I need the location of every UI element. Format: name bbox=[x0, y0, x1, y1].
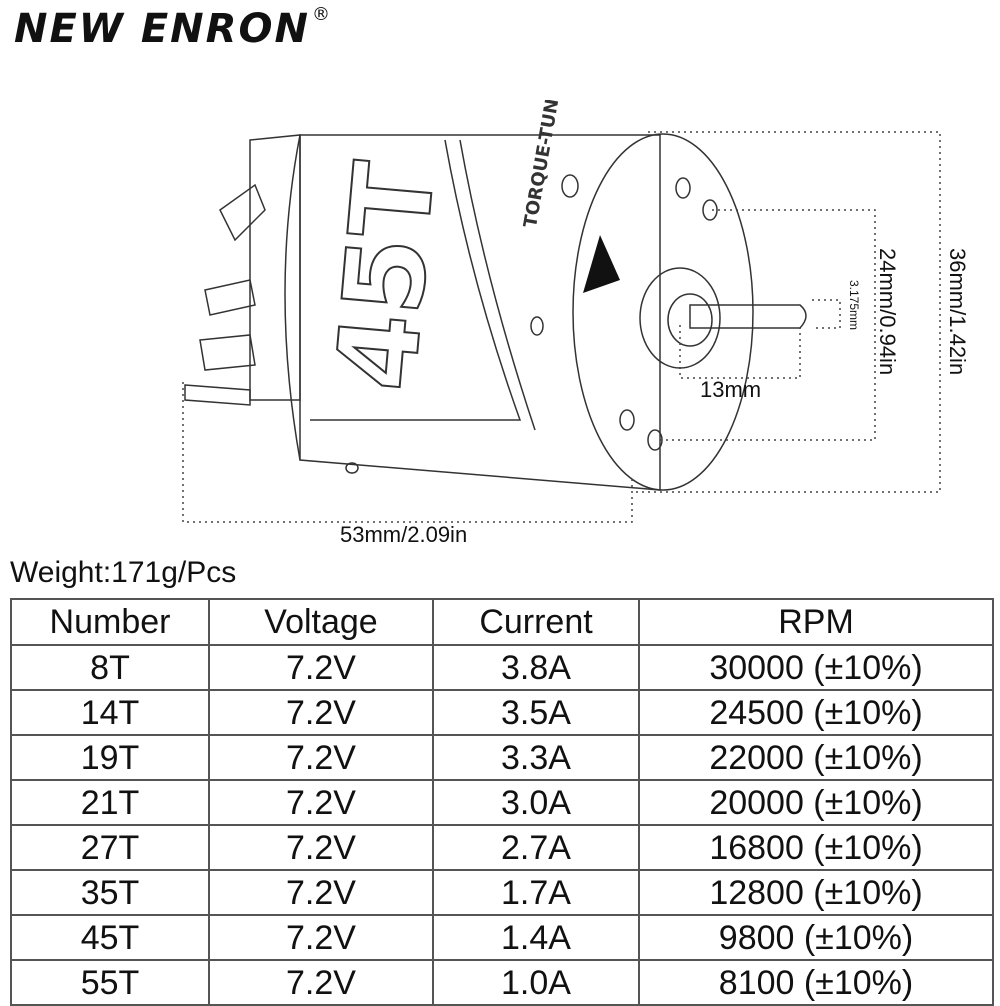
dim-shaft-length: 13mm bbox=[700, 377, 761, 402]
motor-label: 45T bbox=[312, 157, 459, 395]
cell-rpm: 30000 (±10%) bbox=[638, 644, 994, 691]
cell-voltage: 7.2V bbox=[208, 869, 434, 916]
table-header-row: Number Voltage Current RPM bbox=[10, 598, 994, 646]
cell-current: 3.5A bbox=[432, 689, 640, 736]
cell-rpm: 8100 (±10%) bbox=[638, 959, 994, 1006]
motor-shaft bbox=[689, 304, 807, 329]
cell-number: 19T bbox=[10, 734, 210, 781]
brand-logo: NEW ENRON® bbox=[14, 3, 332, 52]
cell-rpm: 9800 (±10%) bbox=[638, 914, 994, 961]
cell-current: 1.4A bbox=[432, 914, 640, 961]
table-row: 45T 7.2V 1.4A 9800 (±10%) bbox=[10, 914, 994, 961]
cell-rpm: 24500 (±10%) bbox=[638, 689, 994, 736]
cell-rpm: 12800 (±10%) bbox=[638, 869, 994, 916]
cell-number: 14T bbox=[10, 689, 210, 736]
cell-current: 3.3A bbox=[432, 734, 640, 781]
table-row: 35T 7.2V 1.7A 12800 (±10%) bbox=[10, 869, 994, 916]
table-row: 27T 7.2V 2.7A 16800 (±10%) bbox=[10, 824, 994, 871]
table-row: 14T 7.2V 3.5A 24500 (±10%) bbox=[10, 689, 994, 736]
motor-diagram: 45T TORQUE-TUNED 53mm/2.09in 13mm 36mm/1… bbox=[182, 100, 970, 547]
cell-voltage: 7.2V bbox=[208, 779, 434, 826]
table-row: 8T 7.2V 3.8A 30000 (±10%) bbox=[10, 644, 994, 691]
cell-current: 1.7A bbox=[432, 869, 640, 916]
cell-current: 3.0A bbox=[432, 779, 640, 826]
cell-number: 45T bbox=[10, 914, 210, 961]
cell-number: 55T bbox=[10, 959, 210, 1006]
dim-bell: 24mm/0.94in bbox=[875, 248, 900, 375]
dim-diameter: 36mm/1.42in bbox=[945, 248, 970, 375]
cell-voltage: 7.2V bbox=[208, 689, 434, 736]
dim-shaft-diameter: 3.175mm bbox=[847, 280, 861, 330]
cell-current: 1.0A bbox=[432, 959, 640, 1006]
brand-name: NEW ENRON bbox=[14, 6, 310, 52]
header-number: Number bbox=[10, 598, 210, 646]
cell-rpm: 20000 (±10%) bbox=[638, 779, 994, 826]
cell-current: 3.8A bbox=[432, 644, 640, 691]
table-row: 19T 7.2V 3.3A 22000 (±10%) bbox=[10, 734, 994, 781]
cell-voltage: 7.2V bbox=[208, 914, 434, 961]
header-current: Current bbox=[432, 598, 640, 646]
cell-number: 21T bbox=[10, 779, 210, 826]
weight-text: Weight:171g/Pcs bbox=[10, 556, 237, 589]
cell-voltage: 7.2V bbox=[208, 959, 434, 1006]
cell-number: 8T bbox=[10, 644, 210, 691]
cell-voltage: 7.2V bbox=[208, 824, 434, 871]
cell-rpm: 22000 (±10%) bbox=[638, 734, 994, 781]
motor-sublabel: TORQUE-TUNED bbox=[520, 100, 568, 229]
cell-current: 2.7A bbox=[432, 824, 640, 871]
cell-rpm: 16800 (±10%) bbox=[638, 824, 994, 871]
cell-voltage: 7.2V bbox=[208, 644, 434, 691]
motor-front-face bbox=[572, 133, 754, 491]
header-voltage: Voltage bbox=[208, 598, 434, 646]
dim-length: 53mm/2.09in bbox=[340, 522, 467, 547]
header-rpm: RPM bbox=[638, 598, 994, 646]
cell-voltage: 7.2V bbox=[208, 734, 434, 781]
cell-number: 35T bbox=[10, 869, 210, 916]
cell-number: 27T bbox=[10, 824, 210, 871]
table-row: 55T 7.2V 1.0A 8100 (±10%) bbox=[10, 959, 994, 1006]
motor-rear-housing bbox=[249, 134, 301, 401]
registered-mark: ® bbox=[311, 3, 332, 25]
spec-table: Number Voltage Current RPM 8T 7.2V 3.8A … bbox=[10, 598, 994, 1006]
table-row: 21T 7.2V 3.0A 20000 (±10%) bbox=[10, 779, 994, 826]
